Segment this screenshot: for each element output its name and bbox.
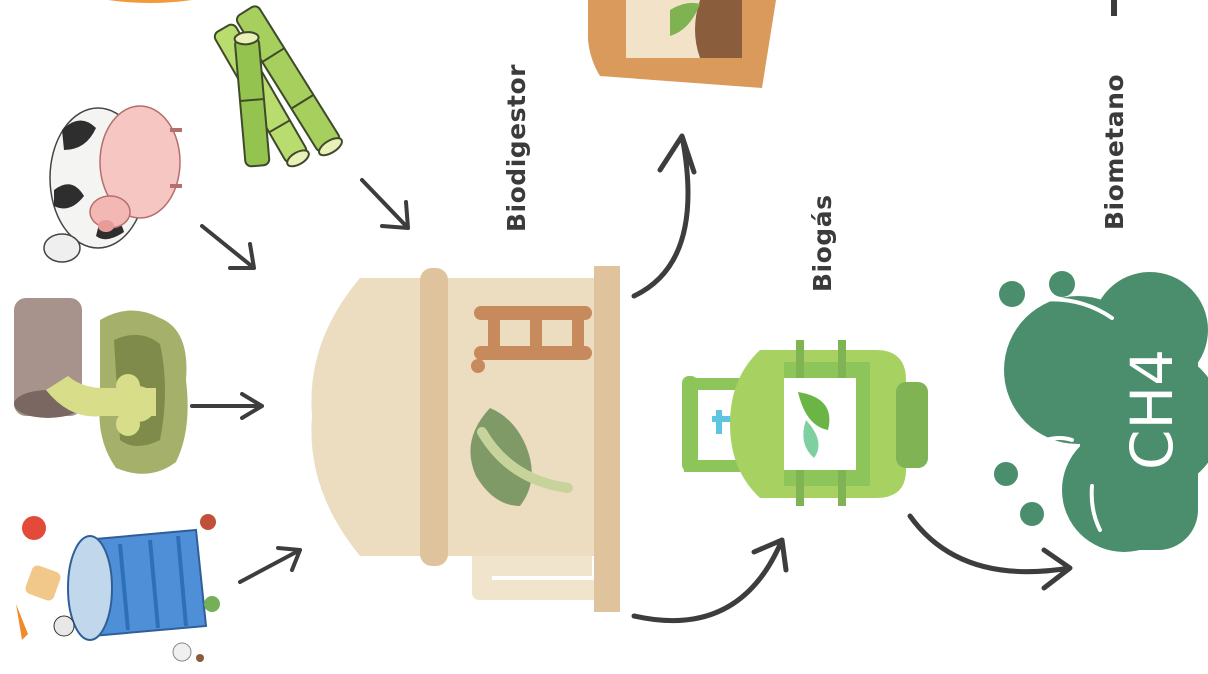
- arrow-digester-to-fertilizer: [634, 136, 694, 296]
- trash-bin-icon: [16, 514, 220, 662]
- biodigester-icon: [311, 266, 620, 612]
- methane-formula: CH4: [1118, 349, 1186, 470]
- cropped-orange-shape: [108, 0, 192, 3]
- arrow-biogas-to-biomethane: [910, 516, 1070, 588]
- arrow-sugarcane-to-digester: [362, 180, 408, 228]
- label-biogas: Biogás: [808, 195, 837, 292]
- arrow-waste-to-digester: [240, 548, 300, 582]
- sewage-pipe-icon: [14, 298, 188, 474]
- label-biodigestor: Biodigestor: [502, 64, 531, 232]
- cropped-dash: [1111, 0, 1117, 16]
- cow-pig-icon: [44, 106, 182, 262]
- ch4-formula: CH4: [1118, 349, 1186, 470]
- arrow-livestock-to-digester: [202, 226, 254, 268]
- sugarcane-icon: [213, 4, 345, 169]
- arrow-digester-to-biogas: [634, 540, 786, 621]
- label-biometano: Biometano: [1100, 74, 1129, 230]
- ch4-cloud-icon: CH4: [994, 271, 1208, 552]
- gas-cylinder-icon: [682, 340, 928, 506]
- arrow-sewage-to-digester: [192, 394, 262, 418]
- fertilizer-bag-icon: [588, 0, 776, 88]
